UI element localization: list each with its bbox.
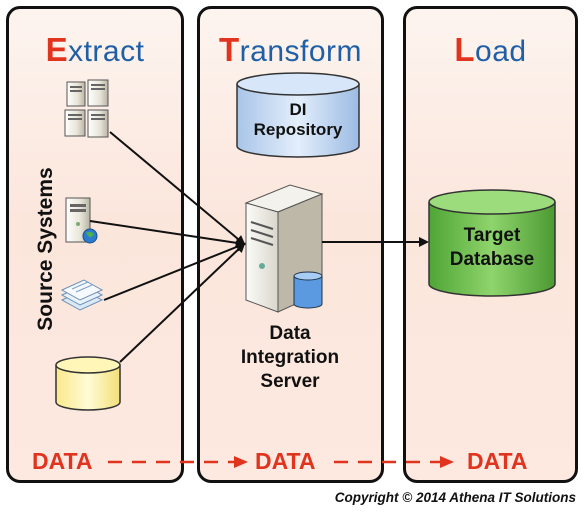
arrow-source-2 [89,220,246,248]
load-title-initial: L [454,31,476,68]
target-database-label: Target Database [429,224,555,272]
extract-title-initial: E [45,31,69,68]
database-icon [55,356,121,411]
transform-title-rest: ransform [239,35,363,68]
server-cluster-icon [64,79,109,138]
target-database-line2: Database [449,249,535,270]
arrow-source-1 [109,131,246,246]
arrow-source-4 [119,242,246,363]
web-server-icon [65,197,98,244]
transform-title-initial: T [218,31,240,68]
integration-server-line3: Server [260,371,320,392]
extract-title: Extract [9,31,181,69]
copyright-notice: Copyright © 2014 Athena IT Solutions [334,490,576,505]
server-with-database-icon [244,184,324,313]
load-title-rest: oad [475,35,527,68]
extract-title-rest: xtract [68,35,145,68]
data-label-extract: DATA [32,448,93,474]
target-database-cylinder [428,189,556,297]
di-repository-line1: DI [289,100,307,119]
source-to-server-arrows [89,131,246,363]
data-label-load: DATA [467,448,528,474]
integration-server-line1: Data [269,323,311,344]
data-label-transform: DATA [255,448,316,474]
arrow-source-3 [103,242,246,301]
di-repository-label: DI Repository [238,100,358,140]
target-database-line1: Target [463,225,521,246]
documents-icon [60,279,104,311]
load-title: Load [406,31,575,69]
di-repository-line2: Repository [253,120,343,139]
transform-title: Transform [200,31,381,69]
integration-server-label: Data Integration Server [215,322,365,394]
di-repository-cylinder [236,72,360,158]
integration-server-line2: Integration [240,347,340,368]
